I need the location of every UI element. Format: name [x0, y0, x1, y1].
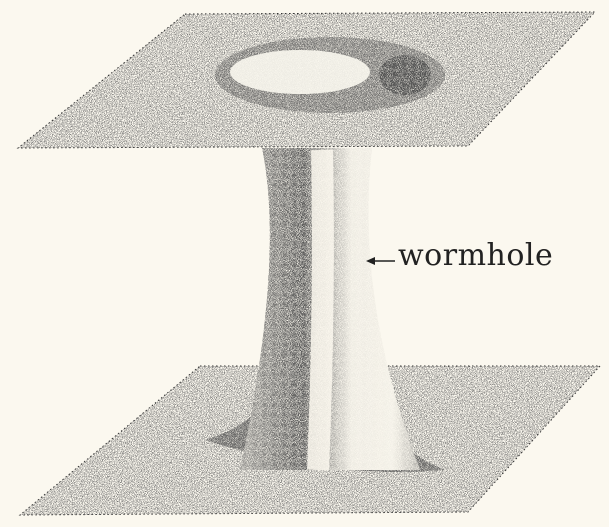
wormhole-label: wormhole — [398, 238, 553, 273]
wormhole-throat — [240, 148, 420, 470]
upper-sheet — [18, 12, 595, 148]
